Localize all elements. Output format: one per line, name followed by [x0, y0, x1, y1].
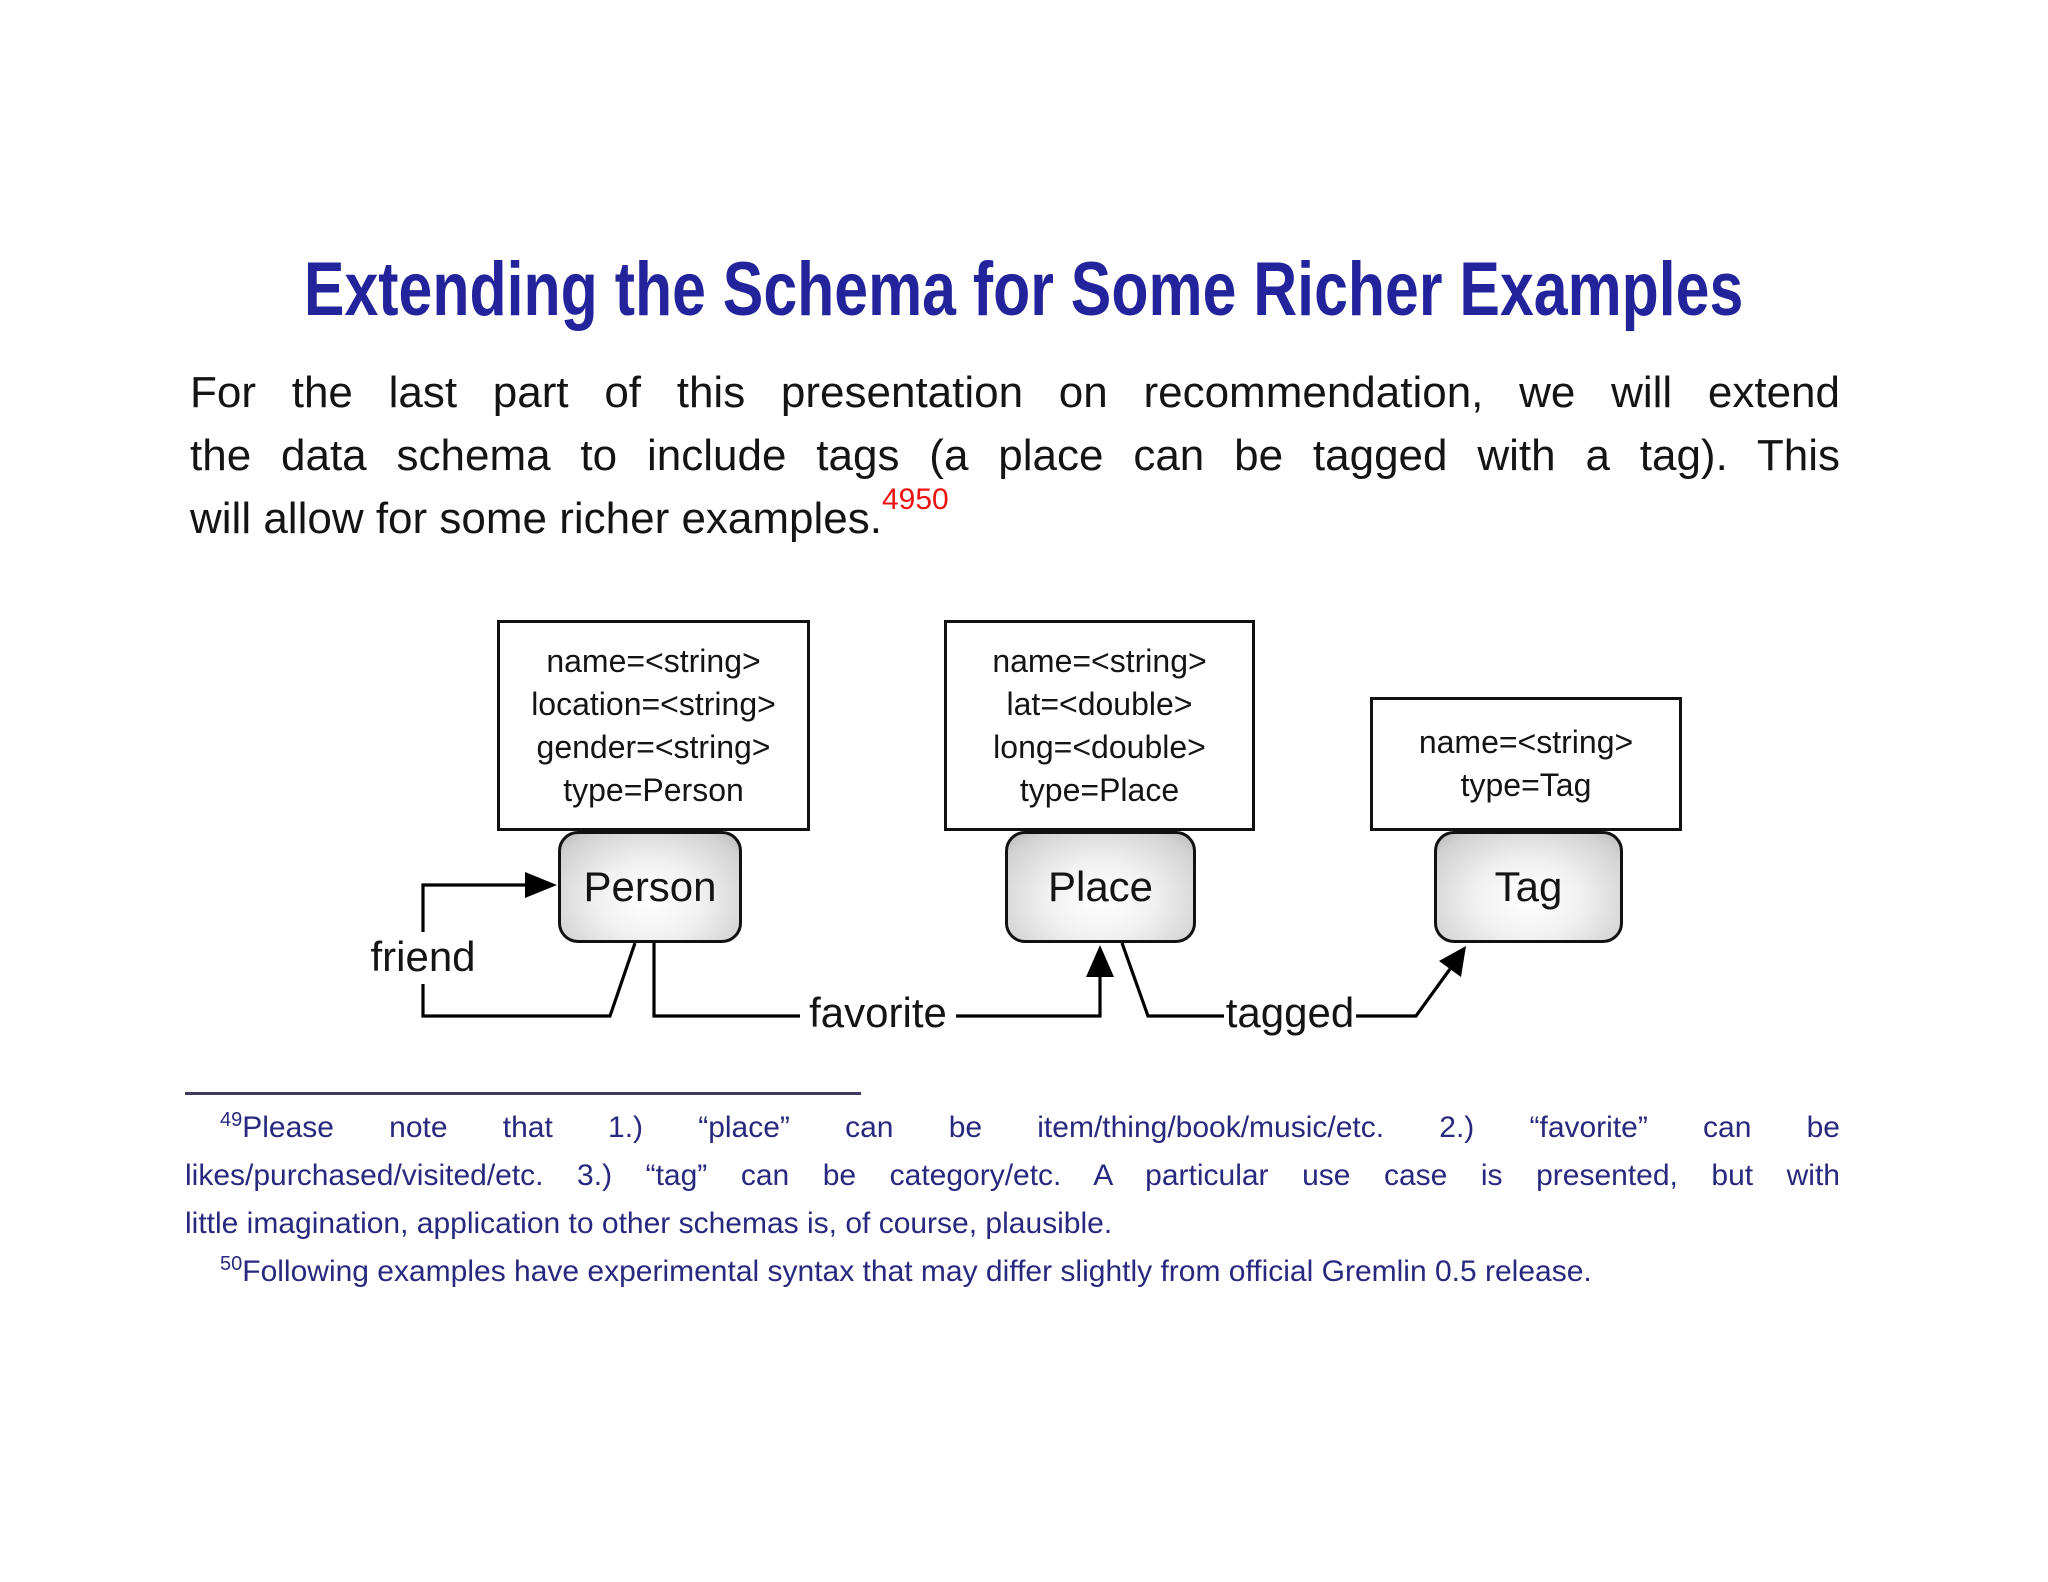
body-line: will allow for some richer examples.4950 — [190, 485, 1840, 550]
tagged-edge-path — [1120, 942, 1452, 1018]
attribute-line: type=Tag — [1460, 767, 1592, 803]
footnote-50-line: 50Following examples have experimental s… — [185, 1248, 1840, 1296]
footnote-50-text: Following examples have experimental syn… — [242, 1255, 1592, 1288]
person-attributes-box: name=<string> location=<string> gender=<… — [497, 620, 810, 831]
body-paragraph: For the last part of this presentation o… — [190, 361, 1840, 550]
footnote-49-text: Please note that 1.) “place” can be item… — [242, 1111, 1840, 1144]
attribute-line: long=<double> — [993, 728, 1206, 765]
attribute-line: type=Person — [563, 771, 744, 808]
attribute-line: location=<string> — [531, 685, 776, 722]
footnote-50-mark: 50 — [220, 1253, 243, 1275]
person-node-label: Person — [583, 863, 717, 910]
favorite-edge-label: favorite — [809, 989, 947, 1036]
body-line: For the last part of this presentation o… — [190, 368, 1840, 417]
footnote-49-line: likes/purchased/visited/etc. 3.) “tag” c… — [185, 1159, 1840, 1192]
place-attributes-box: name=<string> lat=<double> long=<double>… — [944, 620, 1255, 831]
friend-arrowhead-icon — [525, 872, 557, 898]
attribute-line: name=<string> — [1418, 724, 1634, 760]
tag-node-label: Tag — [1494, 863, 1563, 910]
attribute-line: gender=<string> — [536, 728, 771, 765]
favorite-arrowhead-icon — [1086, 945, 1114, 977]
person-node: Person — [558, 831, 742, 943]
tagged-arrowhead-icon — [1439, 946, 1466, 977]
tag-attributes-box: name=<string> type=Tag — [1370, 697, 1682, 831]
footnote-49-mark: 49 — [220, 1109, 243, 1131]
favorite-edge-path — [652, 943, 1102, 1018]
attribute-line: name=<string> — [546, 642, 761, 679]
body-line-text: will allow for some richer examples. — [190, 494, 882, 543]
footnotes-block: 49Please note that 1.) “place” can be it… — [185, 1104, 1840, 1296]
friend-edge-label: friend — [370, 933, 476, 980]
place-node-label: Place — [1047, 863, 1154, 910]
tagged-edge-label: tagged — [1225, 989, 1355, 1036]
slide-title-text: Extending the Schema for Some Richer Exa… — [304, 247, 1744, 332]
tag-node: Tag — [1434, 831, 1623, 943]
place-node: Place — [1005, 831, 1196, 943]
footnote-49-line: 49Please note that 1.) “place” can be it… — [185, 1104, 1840, 1152]
friend-edge-path — [421, 883, 637, 1018]
attribute-line: lat=<double> — [1006, 685, 1193, 722]
attribute-line: name=<string> — [992, 642, 1207, 679]
footnote-rule — [185, 1092, 861, 1095]
footnote-49-line: little imagination, application to other… — [185, 1207, 1113, 1240]
slide-title: Extending the Schema for Some Richer Exa… — [0, 246, 2048, 333]
attribute-line: type=Place — [1019, 771, 1180, 808]
footnote-marks: 4950 — [882, 483, 949, 516]
body-line: the data schema to include tags (a place… — [190, 431, 1840, 480]
